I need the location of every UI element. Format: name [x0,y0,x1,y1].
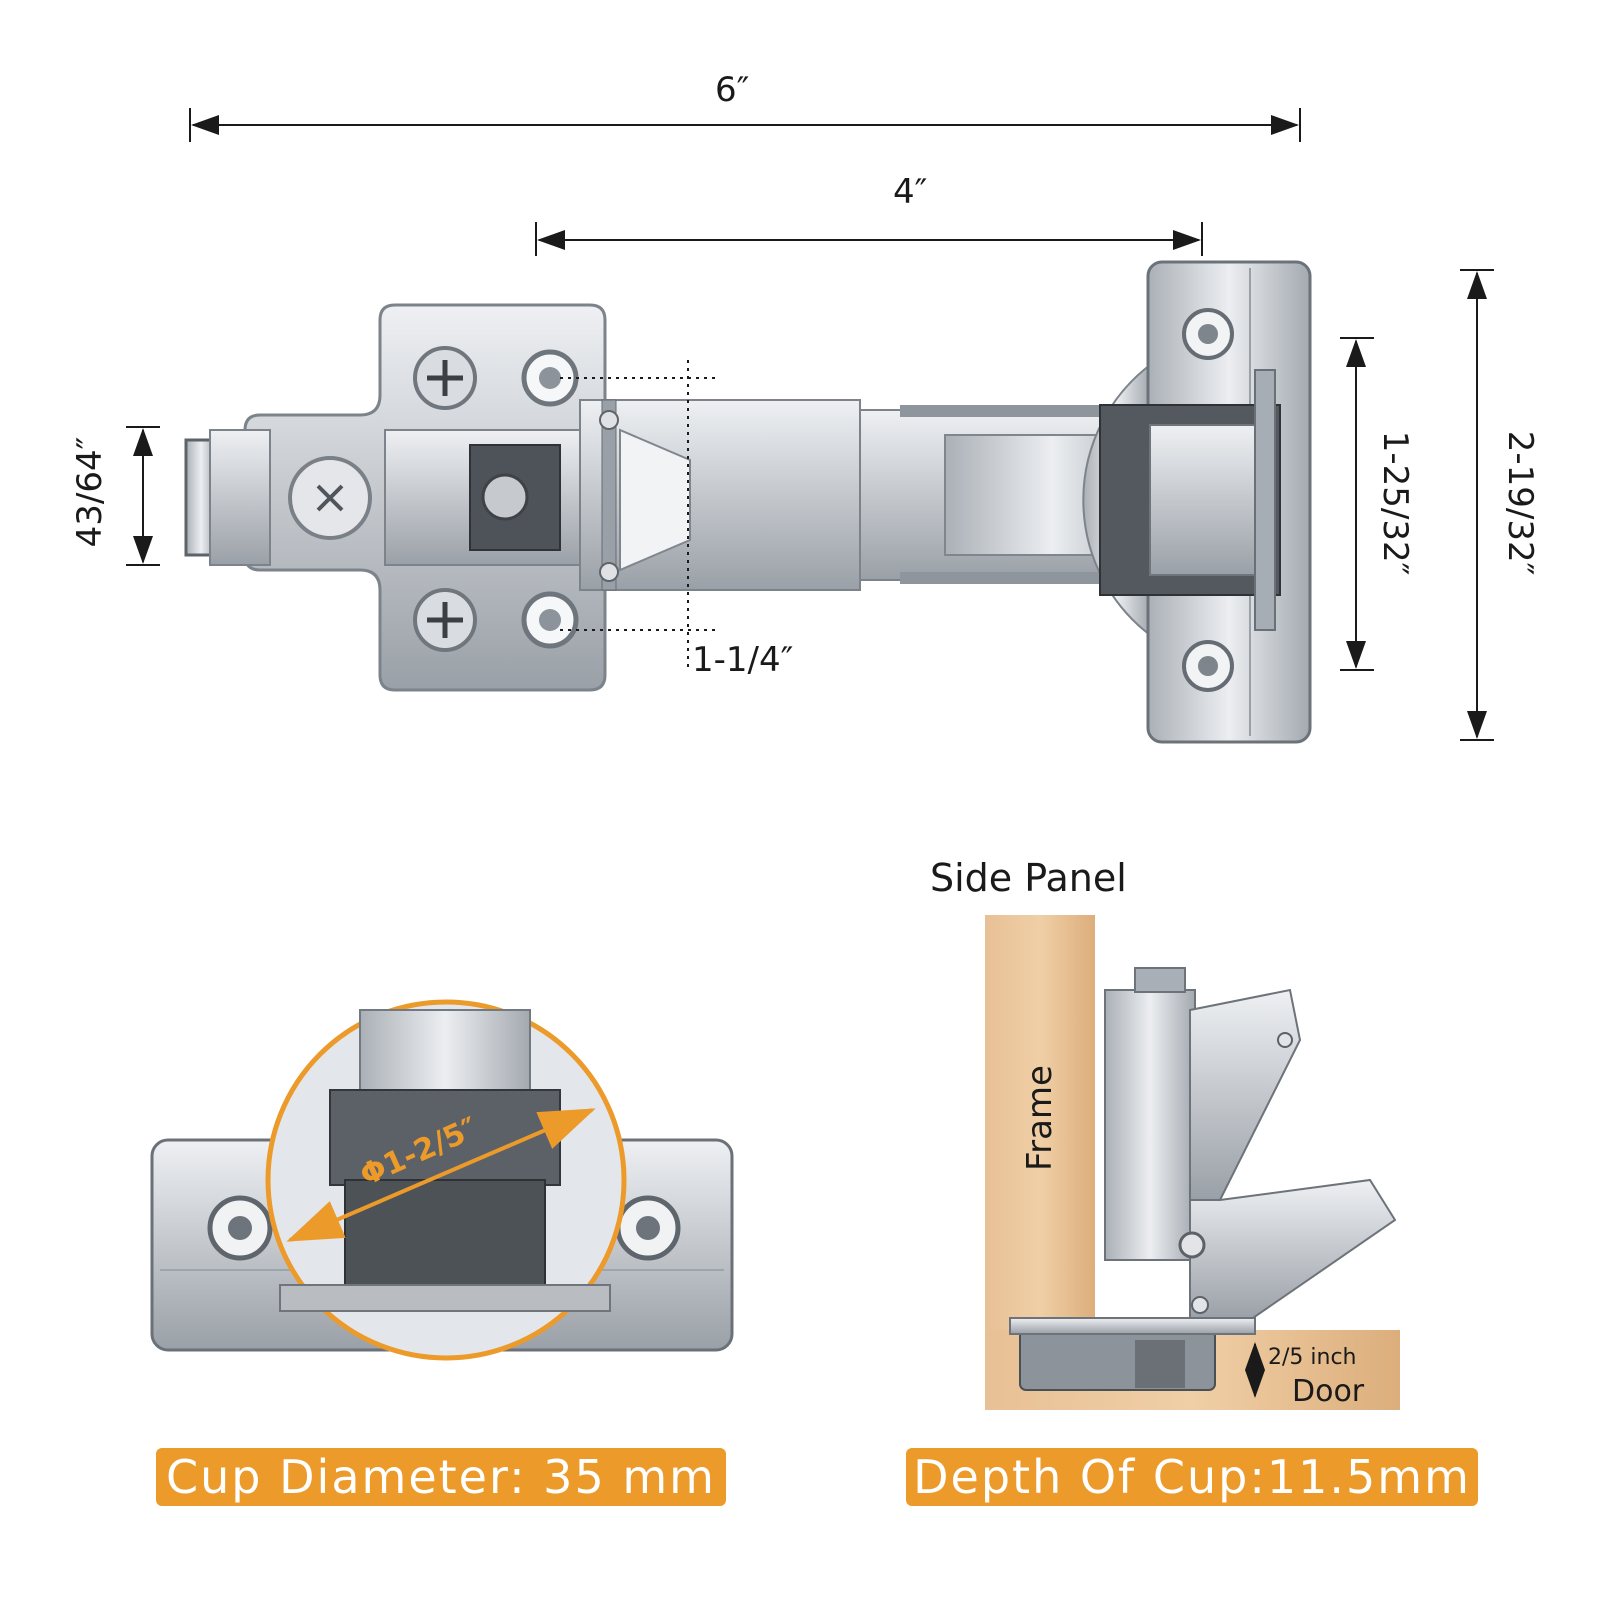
dim-hole-spacing: 1-25/32″ [1375,430,1415,576]
hinge-cup-plate [1082,260,1312,744]
dim-arm-length: 4″ [893,172,928,212]
dim-overall-length: 6″ [715,70,750,110]
door-label: Door [1292,1374,1365,1409]
cup-depth-badge: Depth Of Cup:11.5mm [906,1448,1478,1506]
depth-label: 2/5 inch [1268,1345,1357,1370]
cup-diameter-badge: Cup Diameter: 35 mm [156,1448,726,1506]
dimension-line-6in [189,108,1301,142]
frame-label: Frame [1020,1065,1060,1171]
frame-wood [985,915,1095,1330]
dimension-line-hole-spacing [1340,337,1374,671]
dim-plate-height: 2-19/32″ [1500,430,1540,576]
cup-offset-guides [560,360,718,668]
hinge-arm [579,399,1161,591]
dimension-line-arm-width [126,426,160,566]
dim-arm-width: 43/64″ [70,436,110,548]
hinge-mounting-plate [184,303,607,692]
side-panel-label: Side Panel [930,856,1127,900]
dimension-line-4in [535,222,1203,256]
dimension-line-plate-height [1460,269,1494,741]
installation-diagram [985,915,1400,1410]
dim-cup-offset: 1-1/4″ [692,640,794,680]
cup-closeup [150,999,734,1361]
